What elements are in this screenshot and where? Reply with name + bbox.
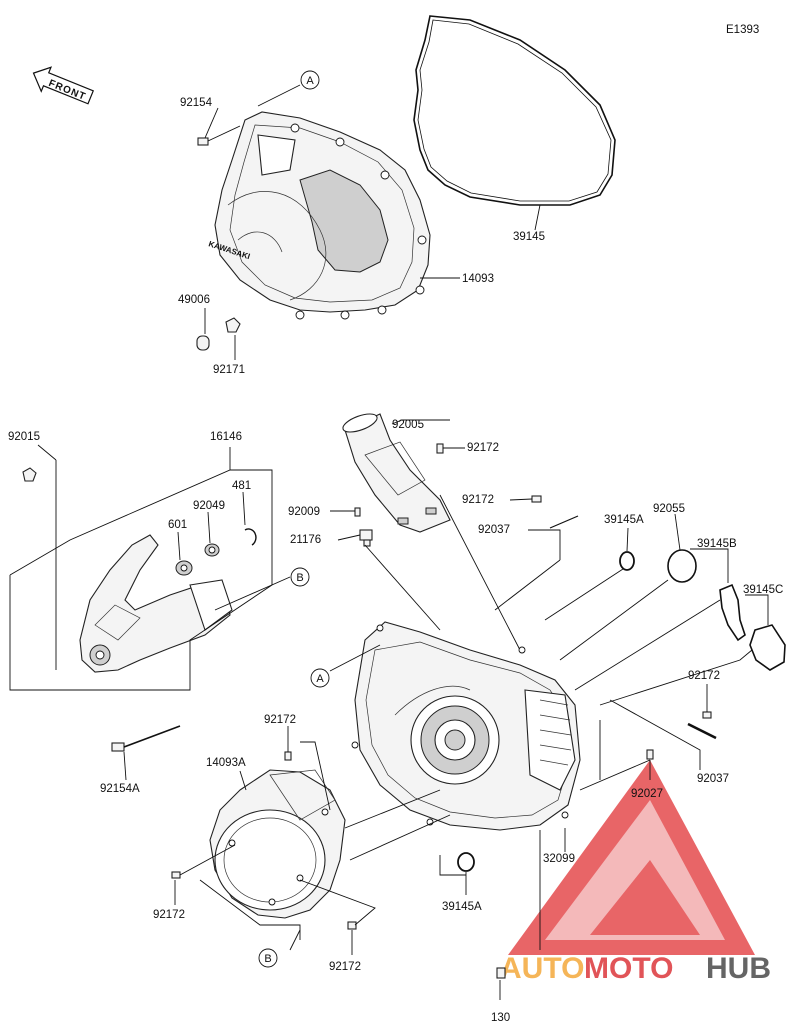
bolt-130: [496, 967, 506, 979]
bolt-92172-lc3: [347, 921, 357, 930]
seal-92049: [204, 543, 220, 557]
oring-39145A-bottom: [457, 852, 475, 872]
oring-39145A: [619, 551, 635, 571]
watermark-auto: AUTO: [500, 952, 584, 985]
callout-39145C: 39145C: [743, 584, 783, 596]
gasket-39145: [413, 15, 616, 206]
callout-92005: 92005: [392, 419, 424, 431]
callout-14093: 14093: [462, 273, 494, 285]
callout-39145: 39145: [513, 231, 545, 243]
callout-481: 481: [232, 480, 251, 492]
bolt-92172-duct: [436, 443, 444, 454]
ref-a-top: A: [306, 75, 314, 87]
callout-92009: 92009: [288, 506, 320, 518]
plug-49006: [196, 335, 210, 351]
diagram-code: E1393: [726, 24, 759, 36]
lower-cover-14093A: [209, 769, 346, 919]
callout-92171: 92171: [213, 364, 245, 376]
watermark: AUTO MOTO HUB: [500, 760, 771, 985]
nut-92015: [22, 467, 37, 482]
callout-92172-a: 92172: [467, 442, 499, 454]
oring-92055: [667, 549, 697, 583]
callout-92172-f: 92172: [329, 961, 361, 973]
gasket-39145B: [719, 583, 746, 642]
watermark-logo-triangle: [508, 760, 755, 955]
watermark-moto: MOTO: [584, 952, 673, 985]
callout-21176: 21176: [290, 534, 321, 546]
gasket-39145C: [749, 624, 786, 671]
callout-92172-d: 92172: [264, 714, 296, 726]
screw-92009: [354, 507, 361, 517]
callout-49006: 49006: [178, 294, 210, 306]
bolt-92172-right: [702, 711, 712, 719]
watermark-hub: HUB: [706, 952, 771, 985]
bolt-92154A: [111, 725, 181, 752]
callout-92172-e: 92172: [153, 909, 185, 921]
duct-92005: [342, 413, 451, 533]
callout-39145B: 39145B: [697, 538, 737, 550]
ref-a-mid: A: [316, 673, 324, 685]
bolt-92172-lc1: [284, 751, 292, 761]
callout-92154A: 92154A: [100, 783, 140, 795]
callout-92172-b: 92172: [462, 494, 494, 506]
callout-92172-c: 92172: [688, 670, 720, 682]
bracket-16146: [79, 534, 233, 673]
callout-92037-a: 92037: [478, 524, 510, 536]
callout-92049: 92049: [193, 500, 225, 512]
clamp-21176: [359, 529, 373, 547]
callout-92055: 92055: [653, 503, 685, 515]
nut-92171: [225, 317, 241, 333]
callout-39145A-a: 39145A: [604, 514, 644, 526]
bolt-92027: [646, 749, 654, 760]
callout-92037-b: 92037: [697, 773, 729, 785]
callout-92154: 92154: [180, 97, 213, 109]
circlip-481: [244, 528, 257, 546]
callout-39145A-b: 39145A: [442, 901, 482, 913]
tie-92037: [549, 515, 579, 529]
inner-cover-32099: [351, 621, 581, 831]
callout-92015: 92015: [8, 431, 40, 443]
bearing-601: [175, 560, 193, 576]
callout-601: 601: [168, 519, 187, 531]
callout-130: 130: [491, 1012, 510, 1024]
bolt-92172-lc2: [171, 871, 181, 879]
ref-b-top: B: [296, 572, 303, 584]
bolt-92154: [197, 125, 241, 146]
callout-14093A: 14093A: [206, 757, 246, 769]
bolt-92172-duct2: [531, 495, 542, 503]
callout-16146: 16146: [210, 431, 242, 443]
callout-92027: 92027: [631, 788, 663, 800]
front-arrow-icon: FRONT: [32, 66, 95, 105]
ref-b-bottom: B: [264, 953, 271, 965]
outer-cover-14093: KAWASAKI: [207, 111, 431, 320]
callout-32099: 32099: [543, 853, 575, 865]
tie-92037-right: [687, 722, 717, 740]
